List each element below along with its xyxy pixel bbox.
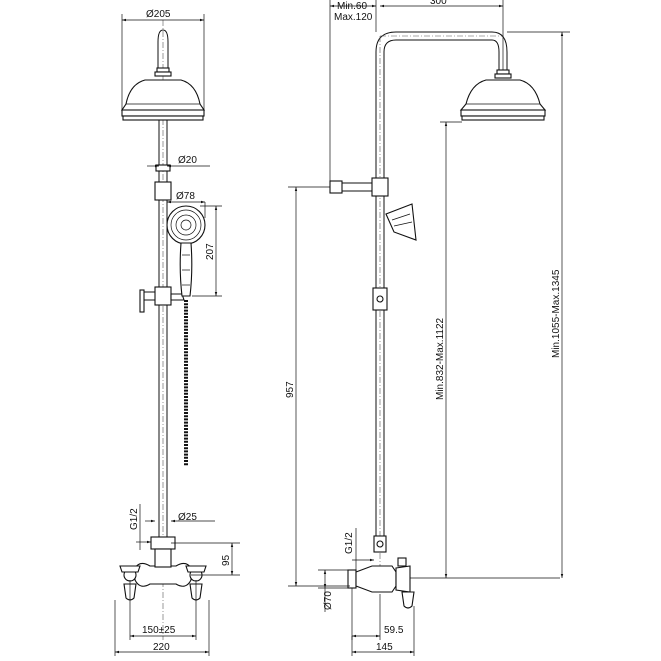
side-mixer: [347, 535, 415, 609]
dim-handle-depth: 59.5: [351, 588, 404, 640]
side-view: Min.60 Max.120 300 957 Min.832-Max.1122: [285, 0, 570, 656]
label-centres: 150±25: [142, 625, 176, 636]
label-head-height: Min.832-Max.1122: [435, 317, 446, 400]
front-riser-pipe: [154, 120, 172, 538]
side-riser-and-arm: [375, 31, 508, 590]
label-handle-depth: 59.5: [384, 625, 404, 636]
label-bar-height: 957: [285, 381, 296, 398]
dim-centres: 150±25: [129, 580, 197, 640]
dim-overall-depth: 145: [351, 606, 415, 656]
front-shower-arm: [154, 29, 172, 77]
label-wall-offset-min: Min.60: [337, 1, 367, 12]
dim-overall-width: 220: [114, 600, 210, 656]
front-hand-shower: [166, 205, 206, 297]
front-mixer: [119, 536, 207, 601]
label-hand-shower-diameter: Ø78: [176, 191, 195, 202]
dim-inlet-thread-side: G1/2: [344, 528, 374, 572]
dim-inlet-height: 95: [171, 542, 240, 576]
dim-overall-height: Min.1055-Max.1345: [507, 31, 570, 578]
label-hand-shower-height: 207: [205, 243, 216, 260]
dim-inlet-diameter: Ø25: [145, 512, 215, 523]
label-inlet-height: 95: [221, 554, 232, 566]
label-wall-offset-max: Max.120: [334, 12, 373, 23]
label-overall-depth: 145: [376, 642, 393, 653]
dim-flange-diameter: Ø70: [318, 569, 348, 612]
dim-wall-offset: Min.60 Max.120: [329, 0, 377, 182]
dim-head-diameter: Ø205: [121, 9, 205, 110]
side-wall-bracket: [329, 177, 389, 197]
front-view: Ø205 Ø20 Ø78 207 G1/2: [114, 9, 240, 656]
label-flange-diameter: Ø70: [323, 591, 334, 610]
label-arm-reach: 300: [430, 0, 447, 7]
label-pipe-diameter: Ø20: [178, 155, 197, 166]
dim-inlet-thread-front: G1/2: [129, 504, 151, 550]
dim-pipe-diameter: Ø20: [147, 155, 210, 168]
side-slider: [372, 287, 388, 311]
label-inlet-diameter: Ø25: [178, 512, 197, 523]
front-shower-head: [120, 79, 206, 121]
label-inlet-thread-front: G1/2: [129, 508, 140, 530]
dim-hand-shower-diameter: Ø78: [166, 191, 206, 218]
side-shower-head: [459, 69, 547, 121]
dim-head-height: Min.832-Max.1122: [410, 121, 560, 579]
label-overall-width: 220: [153, 642, 170, 653]
front-slider: [139, 286, 185, 313]
label-inlet-thread-side: G1/2: [344, 532, 355, 554]
dim-hand-shower-height: 207: [192, 205, 222, 297]
dim-arm-reach: 300: [380, 0, 504, 70]
label-head-diameter: Ø205: [146, 9, 171, 20]
side-hand-shower: [385, 203, 417, 241]
dim-bar-height: 957: [285, 186, 350, 587]
label-overall-height: Min.1055-Max.1345: [551, 269, 562, 358]
